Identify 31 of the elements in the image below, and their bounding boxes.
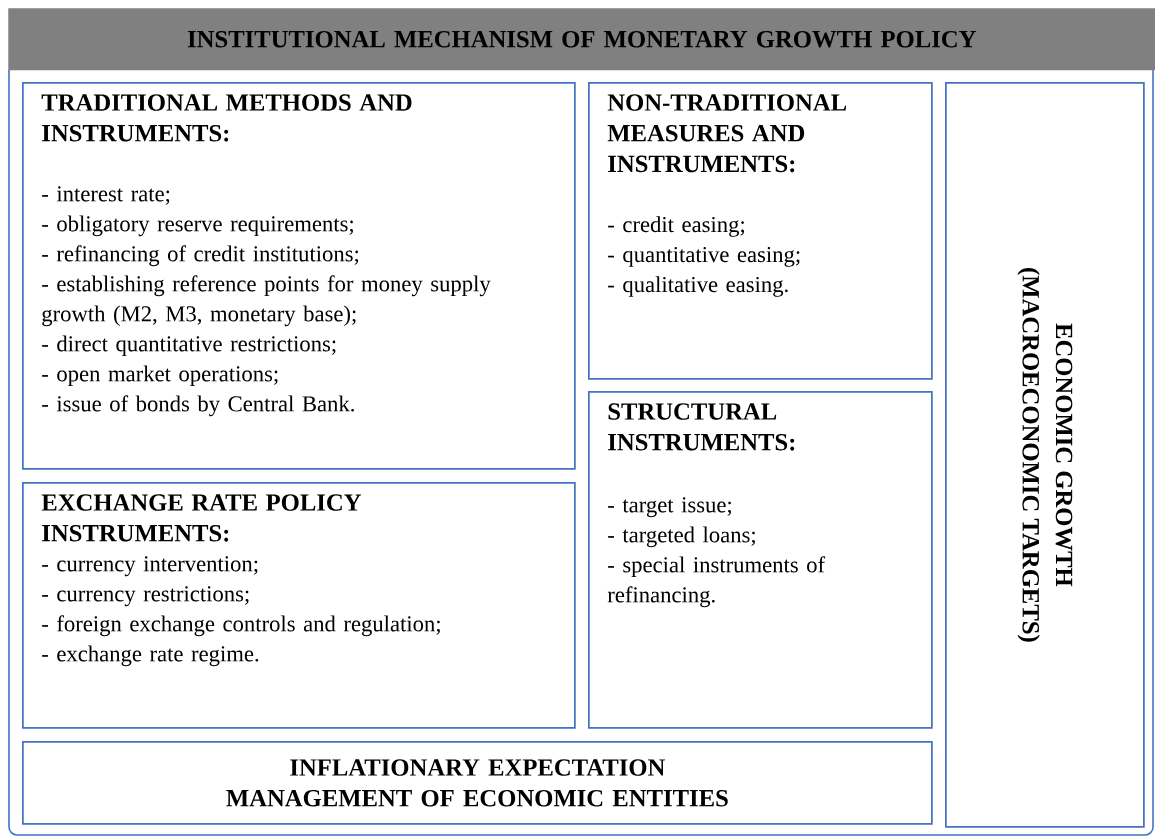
list-item: - foreign exchange controls and regulation; xyxy=(42,615,440,637)
list-item: - direct quantitative restrictions; xyxy=(42,335,336,357)
box-heading: NON-TRADITIONAL MEASURES AND INSTRUMENTS: xyxy=(607,94,847,173)
list-item: - targeted loans; xyxy=(608,526,755,548)
list-item: - target issue; xyxy=(608,497,731,518)
list-item: - credit easing; xyxy=(608,216,744,237)
list-item: - special instruments of refinancing. xyxy=(607,556,826,608)
box-heading: TRADITIONAL METHODS AND INSTRUMENTS: xyxy=(41,94,412,142)
list-item: - obligatory reserve requirements; xyxy=(42,215,353,237)
box-heading: INFLATIONARY EXPECTATION MANAGEMENT OF ECONOMIC ENTITIES xyxy=(226,759,728,807)
list-item: - exchange rate regime. xyxy=(42,645,259,667)
box-heading: ECONOMIC GROWTH xyxy=(1055,323,1073,587)
list-item: - refinancing of credit institutions; xyxy=(42,245,359,267)
list-item: - issue of bonds by Central Bank. xyxy=(42,395,354,417)
list-item: - open market operations; xyxy=(42,365,278,387)
text-box xyxy=(588,391,933,729)
title-band: INSTITUTIONAL MECHANISM OF MONETARY GROWTH POLICY xyxy=(8,8,1155,71)
list-item: - quantitative easing; xyxy=(608,246,800,267)
box-heading: (MACROECONOMIC TARGETS) xyxy=(1017,268,1040,642)
list-item: - establishing reference points for money supply growth (M2, M3, monetary base); xyxy=(42,275,491,327)
text-box xyxy=(22,741,933,825)
list-item: - currency intervention; xyxy=(42,556,258,577)
box-heading: STRUCTURAL INSTRUMENTS: xyxy=(608,403,795,451)
text-box xyxy=(22,482,576,729)
text-box xyxy=(22,82,576,470)
box-heading: EXCHANGE RATE POLICY INSTRUMENTS: xyxy=(41,494,362,542)
text-box xyxy=(945,82,1145,828)
text-box xyxy=(588,82,933,380)
list-item: - qualitative easing. xyxy=(608,276,788,297)
list-item: - interest rate; xyxy=(42,186,170,205)
list-item: - currency restrictions; xyxy=(42,586,249,607)
